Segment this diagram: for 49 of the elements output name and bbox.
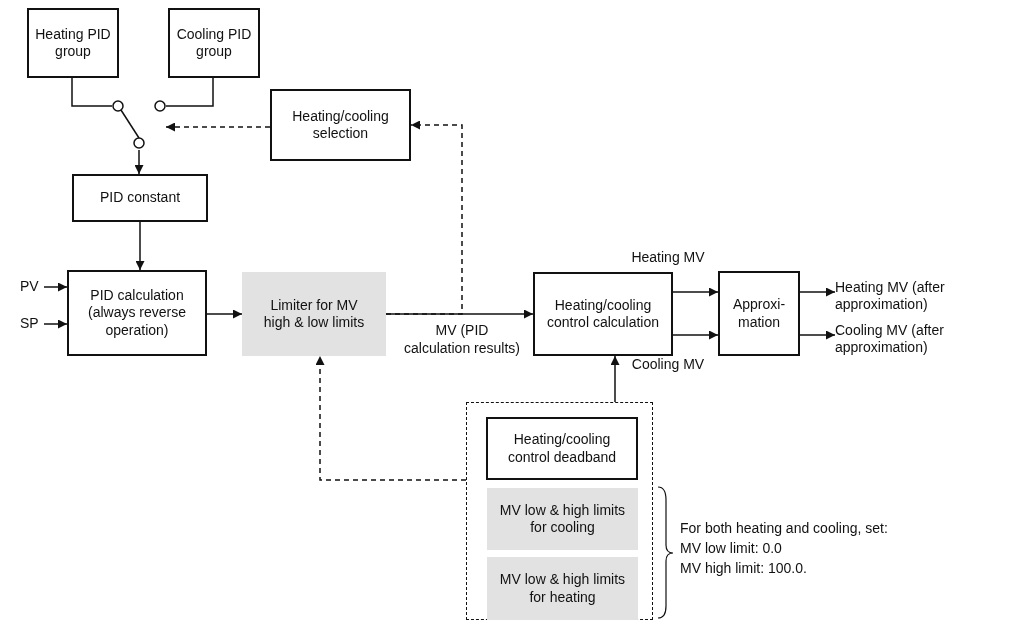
- signal-label: SP: [20, 315, 39, 333]
- process-box: [270, 89, 411, 161]
- arrow: [610, 355, 620, 403]
- note-text: MV low limit: 0.0: [680, 539, 782, 558]
- edge-label: Cooling MV: [631, 356, 705, 374]
- arrow: [385, 120, 463, 315]
- arrow: [134, 149, 144, 175]
- box-label: Cooling PID group: [175, 25, 253, 61]
- box-label: PID calculation (always reverse operation): [87, 286, 187, 340]
- arrow: [799, 330, 836, 340]
- box-label: Heating/cooling selection: [291, 107, 390, 143]
- box-label: Heating/cooling control calculation: [545, 296, 661, 332]
- box-label: Heating PID group: [34, 25, 112, 61]
- box-label: Approxi- mation: [731, 296, 787, 331]
- note-text: For both heating and cooling, set:: [680, 519, 888, 538]
- arrow: [43, 282, 68, 292]
- arrow: [206, 309, 243, 319]
- note-text: MV high limit: 100.0.: [680, 559, 807, 578]
- arrow: [43, 319, 68, 329]
- edge-label: Heating MV: [631, 249, 705, 267]
- shaded-box: [487, 557, 638, 620]
- box-label: MV low & high limits for cooling: [498, 501, 627, 537]
- arrow: [672, 330, 719, 340]
- process-box: [533, 272, 673, 356]
- process-box: [168, 8, 260, 78]
- signal-label: Cooling MV (after approximation): [835, 321, 945, 357]
- box-label: Heating/cooling control deadband: [506, 431, 618, 466]
- process-box: [67, 270, 207, 356]
- process-box: [486, 417, 638, 480]
- connector-line: [71, 77, 113, 107]
- box-label: Limiter for MV high & low limits: [262, 296, 366, 332]
- shaded-box: [487, 488, 638, 550]
- box-label: PID constant: [98, 189, 182, 207]
- arrow: [315, 355, 467, 481]
- process-box: [27, 8, 119, 78]
- arrow: [799, 287, 836, 297]
- arrow: [165, 122, 271, 132]
- switch-symbol: [112, 99, 166, 150]
- arrow: [135, 221, 145, 271]
- process-box: [72, 174, 208, 222]
- edge-label: MV (PID calculation results): [402, 322, 522, 357]
- dashed-group-box: [466, 402, 653, 620]
- arrow: [672, 287, 719, 297]
- box-label: MV low & high limits for heating: [498, 571, 627, 606]
- connector-line: [165, 77, 214, 107]
- signal-label: PV: [20, 278, 39, 296]
- shaded-box: [242, 272, 386, 356]
- signal-label: Heating MV (after approximation): [835, 278, 946, 314]
- process-box: [718, 271, 800, 356]
